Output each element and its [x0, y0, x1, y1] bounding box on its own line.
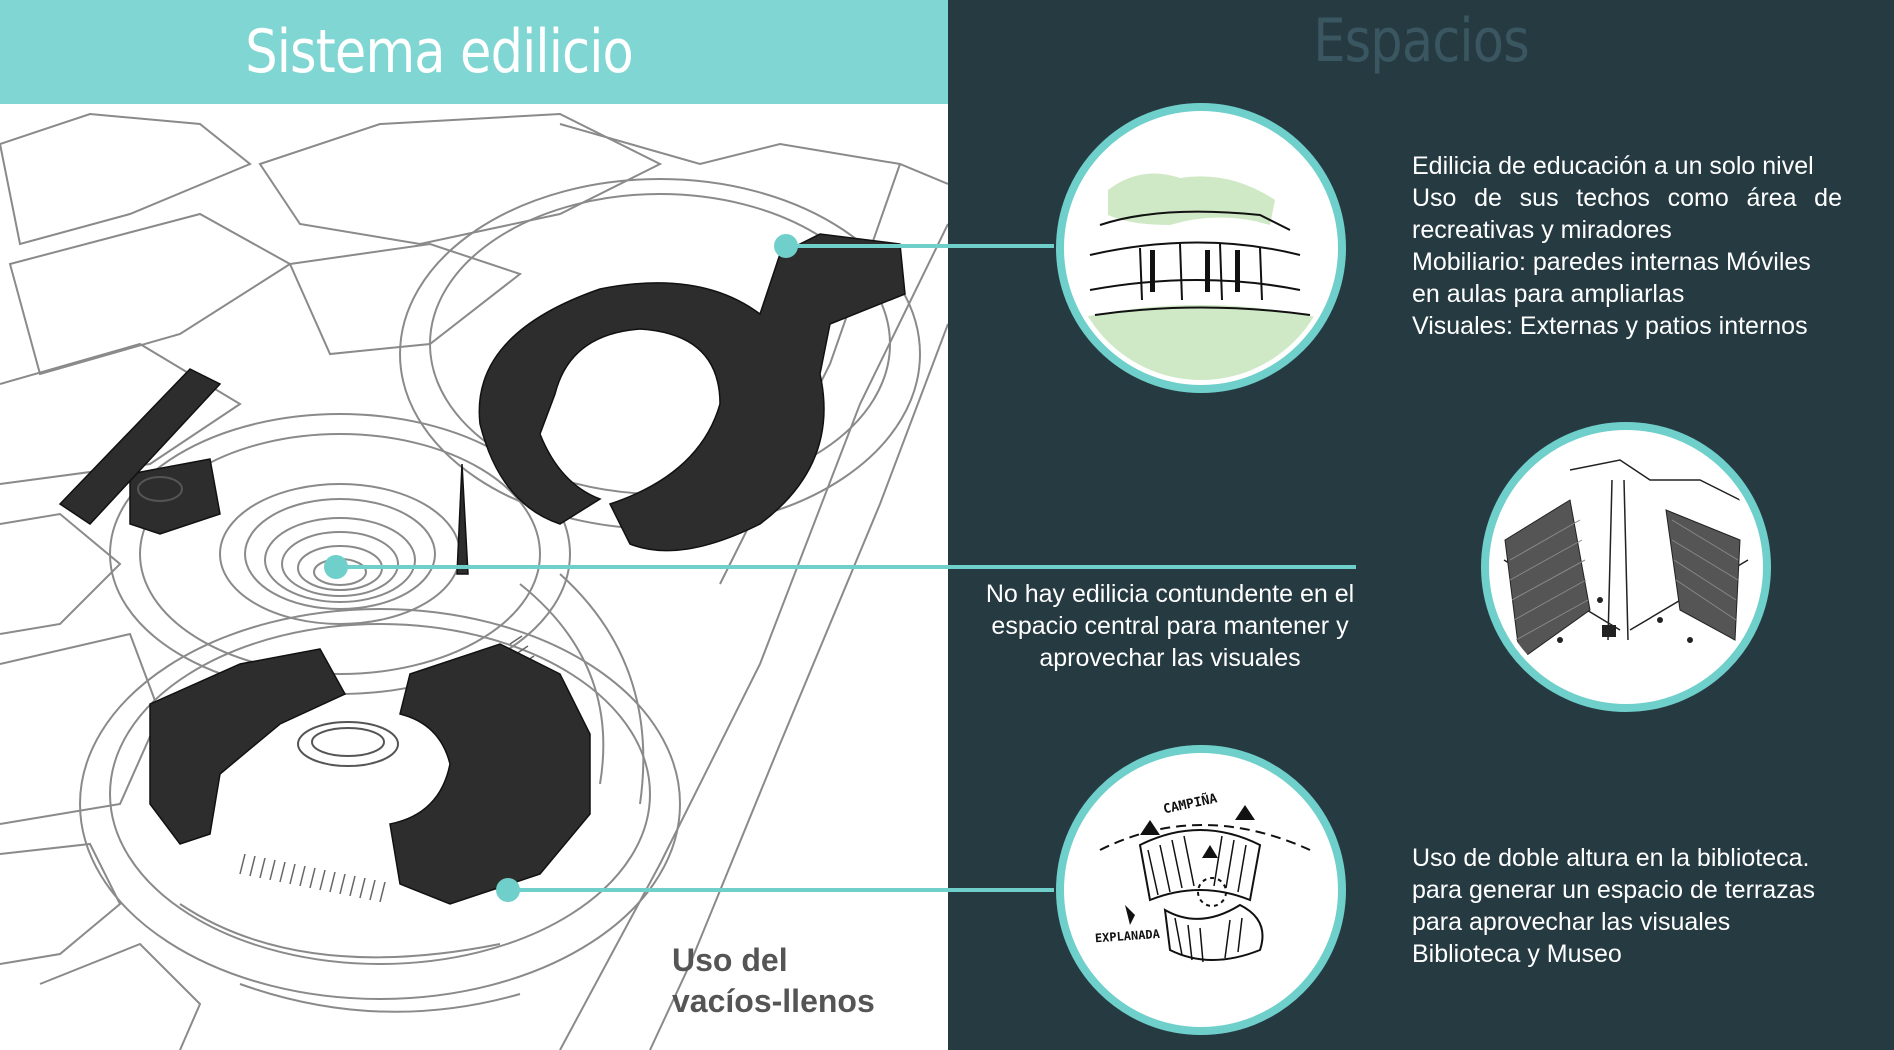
vacios-llenos-caption: Uso del vacíos-llenos	[672, 940, 875, 1022]
left-panel: Sistema edilicio	[0, 0, 948, 1050]
caption-line-2: vacíos-llenos	[672, 983, 875, 1019]
desc1-line1: Edilicia de educación a un solo nivel	[1412, 152, 1814, 180]
desc1-line5: en aulas para ampliarlas	[1412, 280, 1685, 308]
caption-line-1: Uso del	[672, 942, 788, 978]
desc1-line6: Visuales: Externas y patios internos	[1412, 312, 1808, 340]
desc1-line3: recreativas y miradores	[1412, 216, 1672, 244]
left-title: Sistema edilicio	[245, 17, 634, 87]
education-description: Edilicia de educación a un solo nivel Us…	[1412, 150, 1842, 342]
desc3-line1: Uso de doble altura en la biblioteca.	[1412, 844, 1810, 872]
desc1-line2: Uso de sus techos como área de	[1412, 184, 1842, 212]
central-space-description: No hay edilicia contundente en el espaci…	[970, 578, 1370, 674]
desc2-line1: No hay edilicia contundente en el	[985, 580, 1355, 608]
left-header: Sistema edilicio	[0, 0, 948, 104]
right-title: Espacios	[1313, 6, 1529, 76]
desc2-line2: espacio central para mantener y	[991, 612, 1349, 640]
desc2-line3: aprovechar las visuales	[1039, 644, 1301, 672]
library-description: Uso de doble altura en la biblioteca. pa…	[1412, 842, 1872, 970]
site-plan-drawing	[0, 112, 948, 1050]
desc3-line4: Biblioteca y Museo	[1412, 940, 1622, 968]
desc1-line4: Mobiliario: paredes internas Móviles	[1412, 248, 1811, 276]
desc3-line3: para aprovechar las visuales	[1412, 908, 1731, 936]
desc3-line2: para generar un espacio de terrazas	[1412, 876, 1816, 904]
